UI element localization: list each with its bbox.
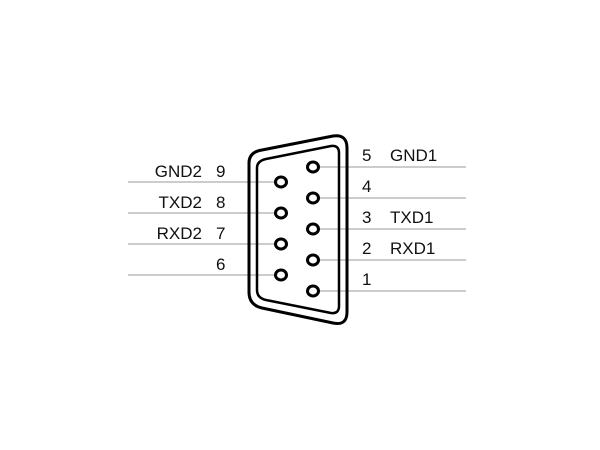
pin3-signal: TXD1 <box>390 208 434 227</box>
pin9-contact <box>274 175 288 189</box>
pin7-contact <box>274 237 288 251</box>
pin5-contact <box>306 160 320 174</box>
pin7-signal: RXD2 <box>156 224 202 243</box>
pin8-signal: TXD2 <box>158 193 202 212</box>
pin5-signal: GND1 <box>390 146 438 165</box>
pin4-contact <box>306 191 320 205</box>
pin1-contact <box>306 284 320 298</box>
pin9-signal: GND2 <box>154 162 202 181</box>
pin3-contact <box>306 222 320 236</box>
connector-outer-shell <box>247 134 349 325</box>
pin3-number: 3 <box>362 208 372 227</box>
pin6-contact <box>274 268 288 282</box>
pin8-number: 8 <box>216 193 226 212</box>
pin2-signal: RXD1 <box>390 239 436 258</box>
pin7-number: 7 <box>216 224 226 243</box>
pin2-number: 2 <box>362 239 372 258</box>
pin8-contact <box>274 206 288 220</box>
pin2-contact <box>306 253 320 267</box>
pin4-number: 4 <box>362 177 372 196</box>
pin6-number: 6 <box>216 255 226 274</box>
pin5-number: 5 <box>362 146 372 165</box>
pin1-number: 1 <box>362 270 372 289</box>
pin9-number: 9 <box>216 162 226 181</box>
connector-inner-shell <box>255 144 341 315</box>
